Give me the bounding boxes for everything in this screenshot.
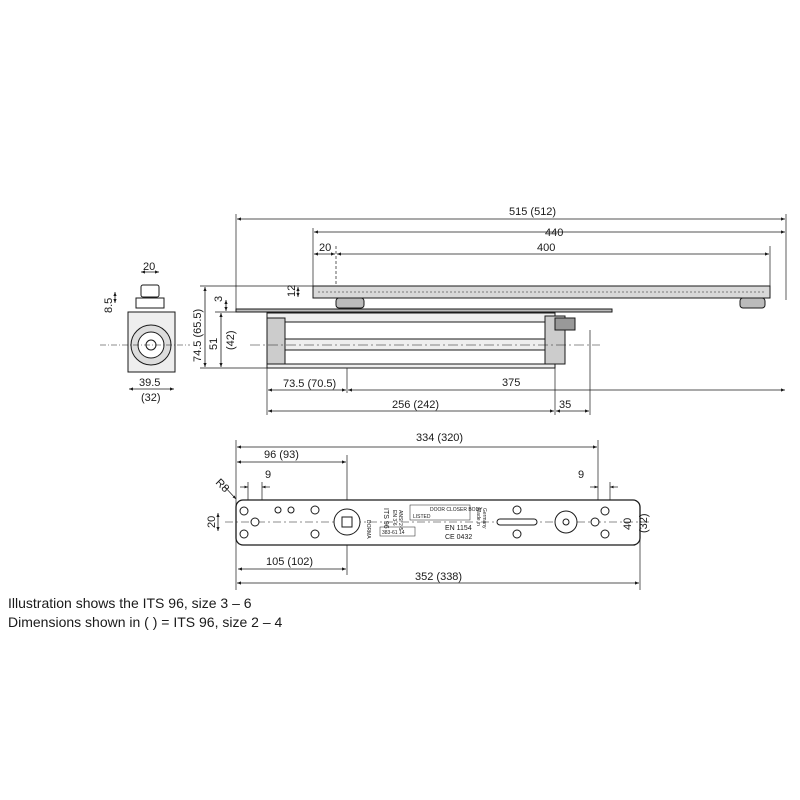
ce-label: CE 0432 (445, 534, 472, 541)
model-label: ITS 96 (382, 508, 389, 529)
dim-side-width: 39.5 (139, 377, 160, 389)
dim-plate-axis-bottom: 105 (102) (266, 556, 313, 568)
dim-body-height-alt: (42) (225, 330, 237, 350)
dim-side-width-alt: (32) (141, 392, 161, 404)
caption-line-1: Illustration shows the ITS 96, size 3 – … (8, 595, 252, 611)
made-label: Made in (475, 508, 481, 526)
dim-slide-length: 400 (537, 242, 555, 254)
dim-side-top-height: 8.5 (103, 298, 115, 313)
dim-arm-height: 12 (286, 285, 298, 297)
dim-arm-offset: 20 (319, 242, 331, 254)
dimension-lines (113, 217, 785, 585)
dim-side-top-width: 20 (143, 261, 155, 273)
country-label: Germany (481, 508, 487, 529)
dim-plate-hole-span: 334 (320) (416, 432, 463, 444)
dim-plate-length: 352 (338) (415, 571, 462, 583)
dim-radius: R8 (213, 477, 231, 495)
dim-body-height: 51 (208, 338, 220, 350)
dim-body-length: 256 (242) (392, 399, 439, 411)
dim-arm-length: 440 (545, 227, 563, 239)
dim-plate-axis: 96 (93) (264, 449, 299, 461)
dim-axis-to-end: 375 (502, 377, 520, 389)
side-view (100, 284, 190, 373)
ul-label: DOOR CLOSER BODY (430, 507, 483, 513)
dim-plate-gap: 3 (213, 296, 225, 302)
dim-plate-height: 40 (622, 518, 634, 530)
mounting-plate: DORMA ITS 96 EN 3-6 ANSI 2-5 DOOR CLOSER… (225, 499, 650, 546)
dim-axis-offset: 73.5 (70.5) (283, 378, 336, 390)
code-label: 383-61 14 (382, 530, 405, 536)
en-label: EN 3-6 (391, 510, 397, 526)
dim-hole-right: 9 (578, 469, 584, 481)
listed-label: LISTED (413, 514, 431, 520)
dim-hole-left: 9 (265, 469, 271, 481)
caption-line-2: Dimensions shown in ( ) = ITS 96, size 2… (8, 614, 283, 630)
dim-plate-height-alt: (32) (638, 513, 650, 533)
dim-total-height: 74.5 (65.5) (192, 309, 204, 362)
brand-label: DORMA (365, 520, 371, 539)
dim-overall-length: 515 (512) (509, 206, 556, 218)
ansi-label: ANSI 2-5 (397, 510, 403, 531)
dim-hole-spacing: 20 (206, 516, 218, 528)
front-view (235, 285, 771, 369)
dim-end-gap: 35 (559, 399, 571, 411)
norm-label: EN 1154 (445, 525, 472, 532)
